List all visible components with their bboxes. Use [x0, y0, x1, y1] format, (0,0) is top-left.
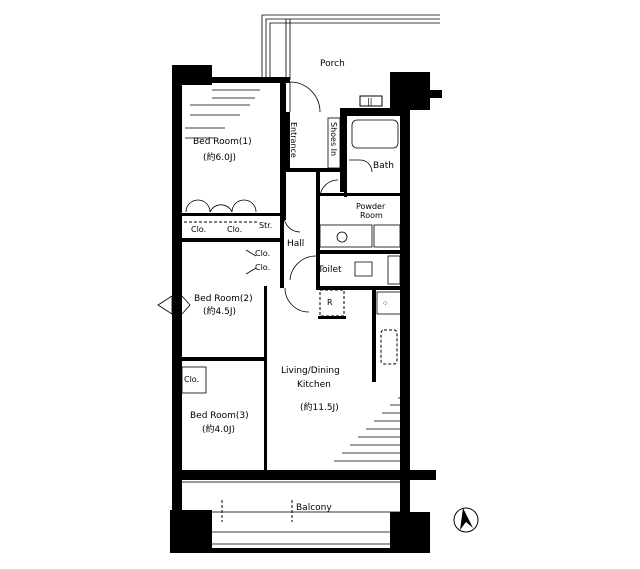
hall-label: Hall — [287, 239, 304, 249]
closet-label-4: Clo. — [255, 263, 270, 272]
closet-3 — [181, 366, 207, 394]
storage-label: Str. — [259, 221, 272, 230]
bedroom1-size: (約6.0J) — [203, 151, 236, 163]
bedroom1-label: Bed Room(1) — [193, 137, 252, 147]
shoes-in-label: Shoes In — [329, 122, 338, 156]
porch-outline — [261, 14, 440, 80]
bedroom3-size: (約4.0J) — [202, 423, 235, 435]
kitchen-sink — [380, 329, 398, 365]
window-hatch — [334, 397, 400, 462]
window-lines — [185, 89, 260, 139]
bedroom2-label: Bed Room(2) — [194, 294, 253, 304]
washer-space — [373, 224, 401, 248]
side-window — [157, 295, 191, 315]
bath-door[interactable] — [349, 159, 373, 173]
burners-icon: ⁘ — [382, 299, 389, 308]
stove — [376, 291, 402, 315]
closet-doors[interactable] — [185, 199, 257, 213]
bedroom2-size: (約4.5J) — [203, 305, 236, 317]
powder-door[interactable] — [319, 179, 339, 197]
bedroom3-label: Bed Room(3) — [190, 411, 249, 421]
bath-label: Bath — [373, 161, 394, 171]
toilet-door[interactable] — [289, 255, 317, 281]
powder-room-label-2: Room — [360, 211, 383, 220]
north-arrow-icon — [453, 507, 479, 533]
entrance-door[interactable] — [289, 81, 321, 113]
closet-label-5: Clo. — [184, 375, 199, 384]
meter-mark: || — [367, 97, 372, 106]
entrance-label: Entrance — [289, 122, 298, 158]
sink — [336, 231, 348, 243]
toilet-shelf — [387, 255, 401, 285]
toilet-fixture — [354, 261, 373, 277]
hall-door[interactable] — [283, 215, 301, 233]
meter-box — [359, 95, 383, 107]
closet-label-3: Clo. — [255, 249, 270, 258]
powder-room-label-1: Powder — [356, 202, 386, 211]
bathtub — [351, 119, 399, 149]
balcony-area — [179, 481, 403, 513]
ldk-door[interactable] — [284, 287, 310, 313]
shoe-box — [327, 117, 341, 169]
ldk-size: (約11.5J) — [300, 401, 339, 413]
vanity — [319, 224, 373, 248]
balcony-label: Balcony — [296, 503, 332, 513]
porch-label: Porch — [320, 59, 345, 69]
ldk-label-1: Living/Dining — [281, 366, 340, 376]
ldk-label-2: Kitchen — [297, 380, 331, 390]
toilet-label: Toilet — [317, 265, 342, 275]
closet-label-1: Clo. — [191, 225, 206, 234]
refrigerator-label: R — [327, 298, 333, 307]
closet-label-2: Clo. — [227, 225, 242, 234]
closet-door-2[interactable] — [245, 249, 257, 275]
